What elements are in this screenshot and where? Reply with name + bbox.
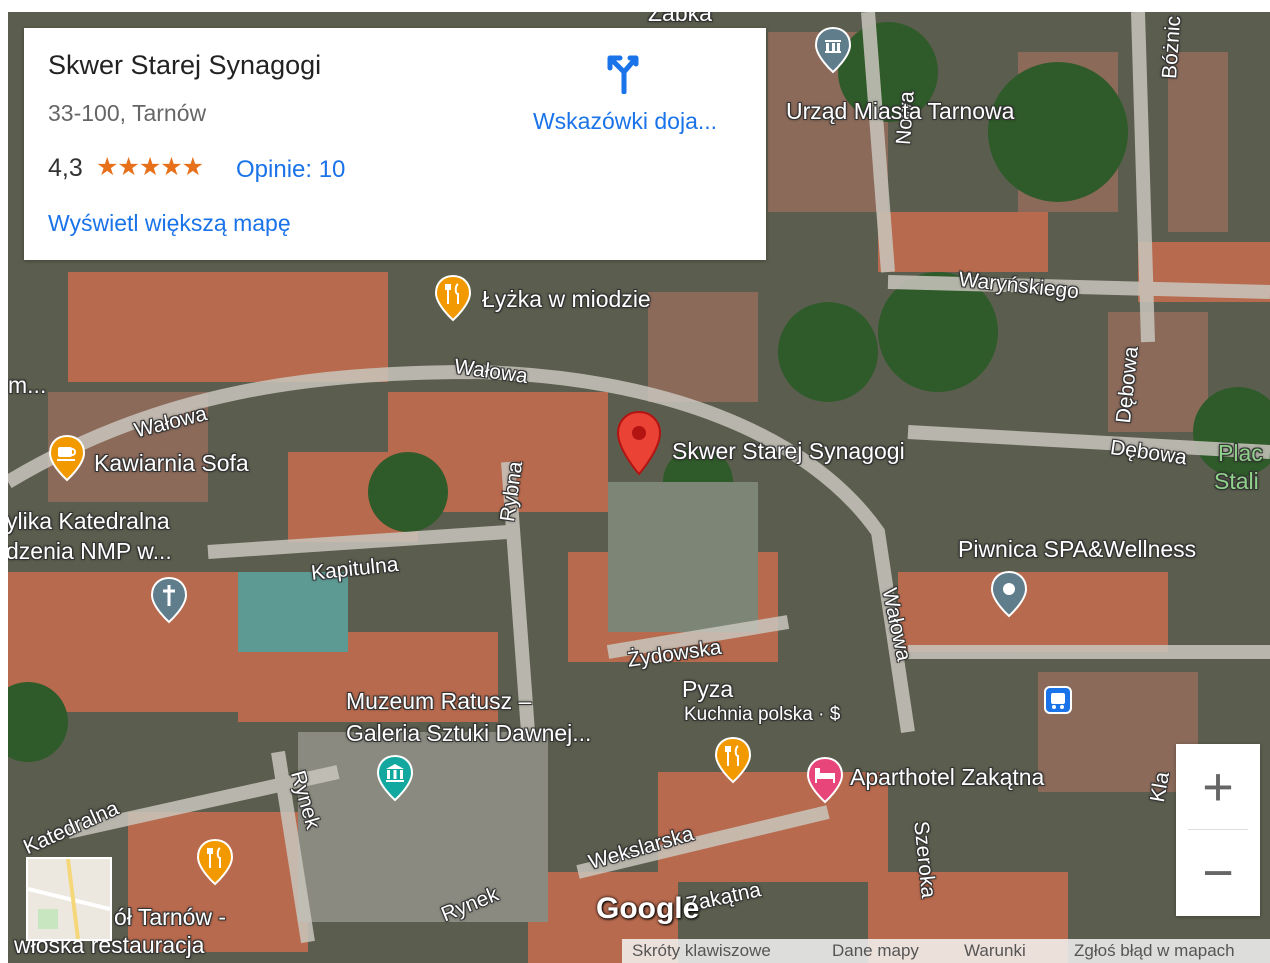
poi-label-tarnow-restaurant[interactable]: ół Tarnów -: [114, 904, 227, 930]
restaurant-pin-icon[interactable]: [196, 838, 234, 886]
poi-label-bazylika[interactable]: ylika Katedralna: [8, 508, 170, 534]
reviews-link[interactable]: Opinie: 10: [236, 156, 346, 183]
poi-label-zabka: Żabka: [648, 12, 712, 26]
poi-label-piwnica[interactable]: Piwnica SPA&Wellness: [958, 536, 1197, 562]
poi-label-plac[interactable]: Stali: [1214, 468, 1259, 494]
map-type-toggle[interactable]: [26, 857, 112, 941]
selected-place-label[interactable]: Skwer Starej Synagogi: [672, 438, 905, 464]
minimap-thumbnail: [28, 859, 110, 939]
poi-label-kawiarnia[interactable]: Kawiarnia Sofa: [94, 450, 249, 476]
map-canvas[interactable]: Wałowa Wałowa Wałowa Rybna Kapitulna Żyd…: [8, 12, 1270, 963]
google-logo: Google: [596, 892, 700, 925]
hotel-pin-icon[interactable]: [806, 756, 844, 804]
place-address: 33-100, Tarnów: [48, 100, 207, 126]
museum-pin-icon[interactable]: [376, 754, 414, 802]
poi-label-plac[interactable]: Plac: [1218, 440, 1263, 466]
keyboard-shortcuts-link[interactable]: Skróty klawiszowe: [632, 941, 771, 960]
place-rating: 4,3: [48, 154, 83, 182]
poi-label-aparthotel[interactable]: Aparthotel Zakątna: [850, 764, 1045, 790]
selected-place-pin-icon[interactable]: [616, 410, 662, 476]
zoom-divider: [1188, 829, 1248, 830]
terms-link[interactable]: Warunki: [964, 941, 1026, 960]
cafe-pin-icon[interactable]: [48, 434, 86, 482]
zoom-in-button[interactable]: +: [1202, 757, 1234, 817]
report-error-link[interactable]: Zgłoś błąd w mapach: [1074, 941, 1235, 960]
restaurant-pin-icon[interactable]: [714, 736, 752, 784]
directions-label: Wskazówki doja...: [532, 108, 718, 134]
zoom-controls: + −: [1176, 744, 1260, 916]
bus-stop-icon[interactable]: [1044, 686, 1072, 714]
poi-label-pyza[interactable]: Pyza: [682, 676, 734, 702]
poi-label-lyzka[interactable]: Łyżka w miodzie: [482, 286, 651, 312]
attribution-bar: Skróty klawiszowe Dane mapy Warunki Zgło…: [622, 939, 1270, 963]
directions-button[interactable]: Wskazówki doja...: [510, 50, 740, 160]
map-data-link[interactable]: Dane mapy: [832, 941, 919, 960]
poi-label-muzeum[interactable]: Galeria Sztuki Dawnej...: [346, 720, 592, 746]
place-info-card: Skwer Starej Synagogi 33-100, Tarnów 4,3…: [24, 28, 766, 260]
directions-icon: [607, 55, 639, 94]
place-title: Skwer Starej Synagogi: [48, 50, 322, 80]
poi-label-fragment: m...: [8, 372, 47, 398]
poi-label-urzad[interactable]: Urząd Miasta Tarnowa: [786, 98, 1015, 124]
poi-label-bazylika[interactable]: dzenia NMP w...: [8, 538, 172, 564]
rating-stars-icon: ★★★★★: [96, 153, 204, 181]
street-label-boznicza: Bóżnic: [1158, 15, 1186, 80]
poi-label-pyza-category: Kuchnia polska · $: [684, 704, 841, 725]
view-larger-map-link[interactable]: Wyświetl większą mapę: [48, 210, 291, 236]
civic-pin-icon[interactable]: [814, 26, 852, 74]
zoom-out-button[interactable]: −: [1202, 843, 1234, 903]
poi-label-muzeum[interactable]: Muzeum Ratusz –: [346, 688, 532, 714]
place-pin-icon[interactable]: [990, 570, 1028, 618]
restaurant-pin-icon[interactable]: [434, 274, 472, 322]
church-pin-icon[interactable]: [150, 576, 188, 624]
